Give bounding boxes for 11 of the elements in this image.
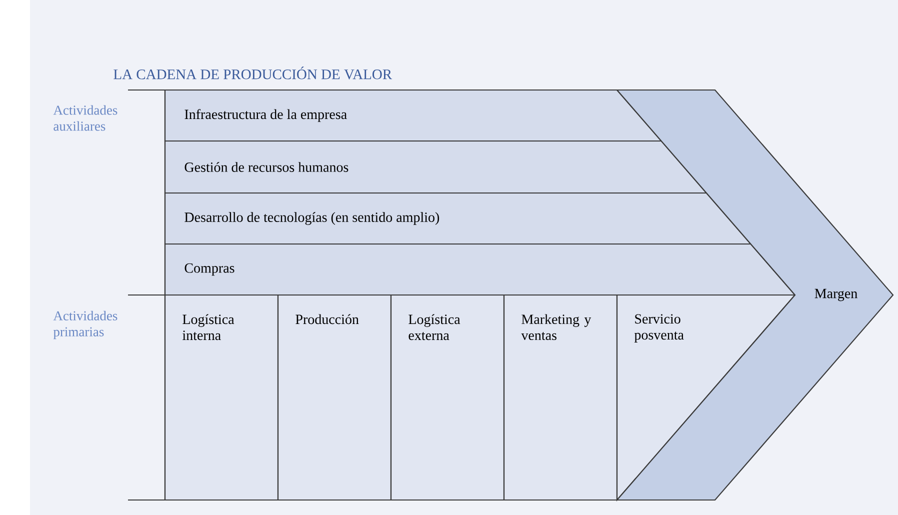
primary-activity-column: Logística externa [390, 294, 505, 501]
support-activity-band: Desarrollo de tecnologías (en sentido amplio) [164, 192, 752, 245]
section-label: Actividades primarias [53, 310, 118, 340]
support-activity-band: Gestión de recursos humanos [164, 140, 708, 194]
primary-activity-column: Producción [277, 294, 392, 501]
support-activity-band: Infraestructura de la empresa [164, 89, 662, 142]
support-activity-band: Compras [164, 243, 796, 296]
primary-activity-column: Logística interna [164, 294, 279, 501]
title: LA CADENA DE PRODUCCIÓN DE VALOR [114, 66, 392, 80]
primary-activity-column: Marketing y ventas [503, 294, 618, 501]
section-label: Actividades auxiliares [53, 105, 118, 131]
